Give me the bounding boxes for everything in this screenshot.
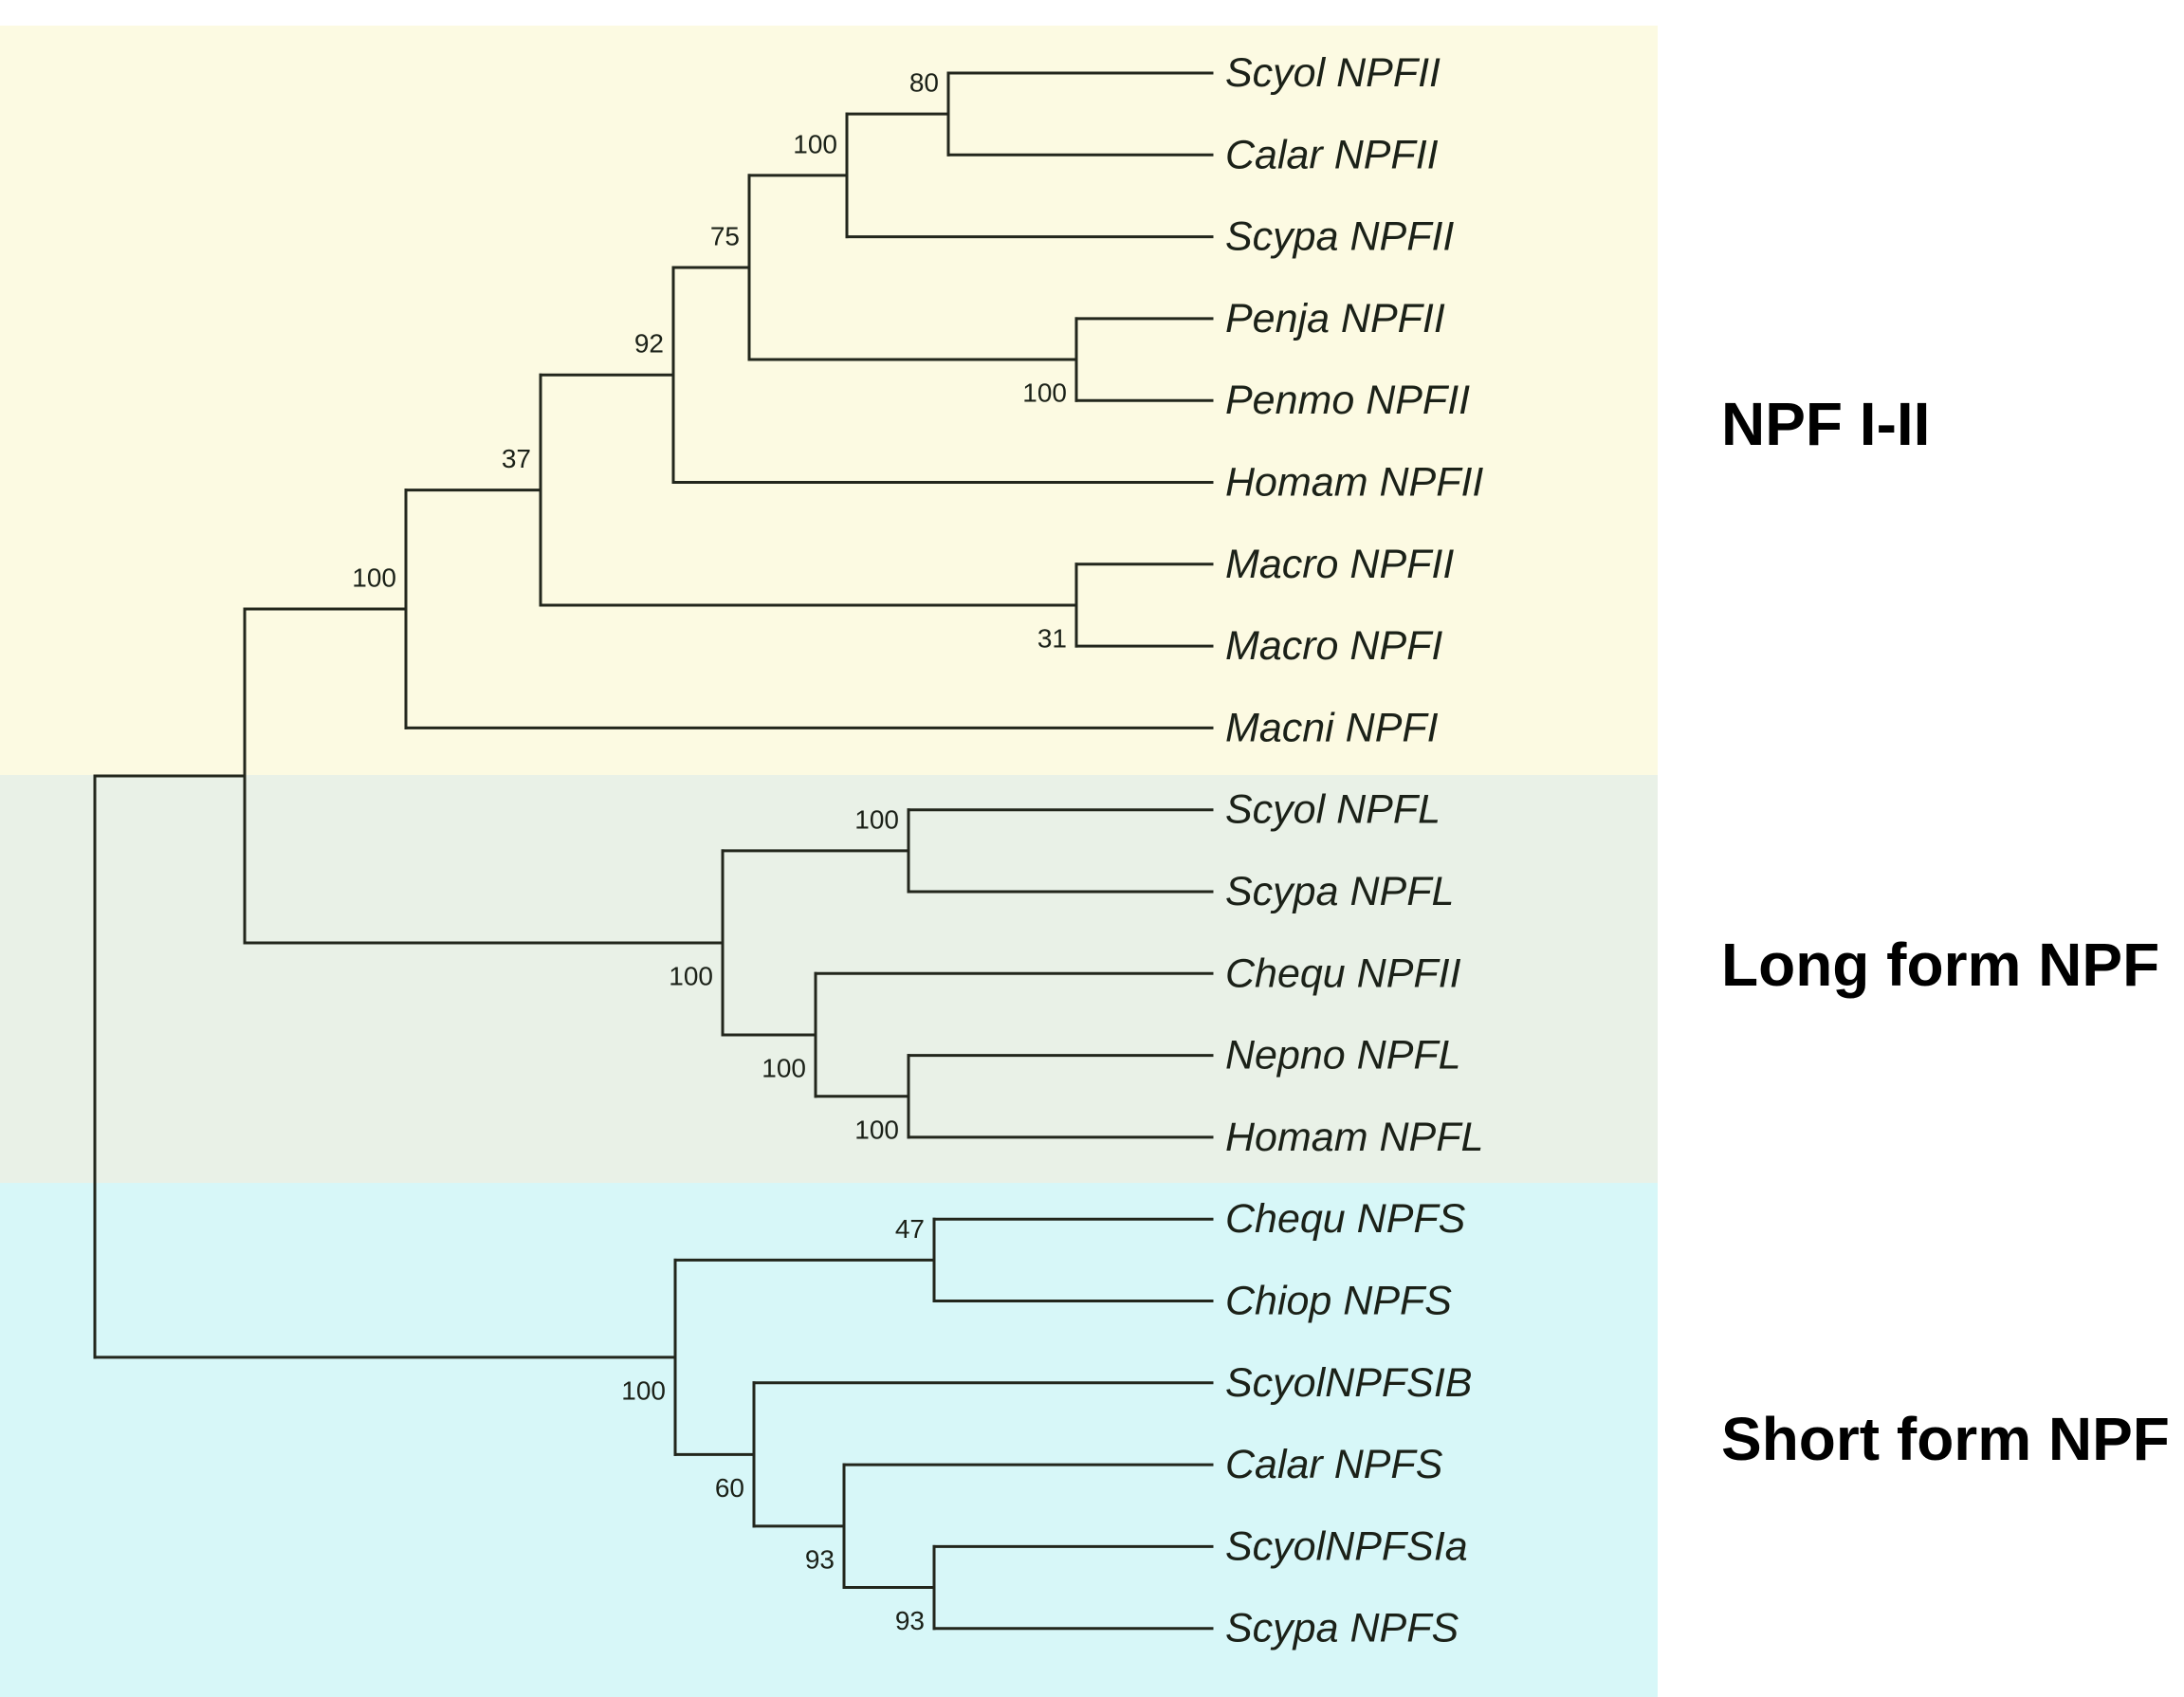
taxon-label: Chiop NPFS <box>1225 1279 1452 1324</box>
bootstrap-value: 47 <box>895 1214 925 1244</box>
taxon-label: Calar NPFII <box>1225 132 1439 177</box>
section-title-long-form-npf: Long form NPF <box>1721 931 2160 999</box>
taxon-label: Calar NPFS <box>1225 1442 1443 1487</box>
bootstrap-value: 100 <box>854 804 899 834</box>
taxon-label: Macro NPFII <box>1225 542 1454 587</box>
bootstrap-value: 100 <box>854 1115 899 1144</box>
taxon-label: Scypa NPFS <box>1225 1606 1459 1651</box>
section-title-short-form-npf: Short form NPF <box>1721 1405 2170 1473</box>
taxon-label: ScyolNPFSIa <box>1225 1523 1468 1569</box>
taxon-label: Penmo NPFII <box>1225 378 1470 423</box>
taxon-label: ScyolNPFSIB <box>1225 1360 1472 1406</box>
bootstrap-value: 92 <box>634 329 664 359</box>
taxon-label: Chequ NPFII <box>1225 950 1461 996</box>
section-background-longform <box>0 775 1658 1183</box>
bootstrap-value: 100 <box>621 1375 666 1405</box>
taxon-label: Scyol NPFII <box>1225 50 1441 96</box>
bootstrap-value: 100 <box>793 129 837 158</box>
taxon-label: Homam NPFII <box>1225 460 1483 506</box>
taxon-label: Scypa NPFL <box>1225 869 1454 914</box>
taxon-label: Macro NPFI <box>1225 623 1442 669</box>
taxon-label: Penja NPFII <box>1225 296 1445 341</box>
section-background-shortform <box>0 1183 1658 1697</box>
taxon-label: Homam NPFL <box>1225 1115 1483 1160</box>
bootstrap-value: 100 <box>762 1054 806 1083</box>
bootstrap-value: 31 <box>1037 623 1067 653</box>
bootstrap-value: 93 <box>805 1544 835 1574</box>
bootstrap-value: 37 <box>502 444 531 473</box>
bootstrap-value: 75 <box>710 221 740 250</box>
taxon-label: Chequ NPFS <box>1225 1196 1466 1242</box>
bootstrap-value: 80 <box>909 68 939 98</box>
taxon-label: Nepno NPFL <box>1225 1033 1461 1079</box>
section-title-npf-i-ii: NPF I-II <box>1721 390 1931 458</box>
bootstrap-value: 100 <box>669 961 713 990</box>
taxon-label: Scyol NPFL <box>1225 787 1441 833</box>
taxon-label: Macni NPFI <box>1225 705 1439 750</box>
bootstrap-value: 60 <box>715 1473 744 1503</box>
bootstrap-value: 93 <box>895 1606 925 1635</box>
bootstrap-value: 100 <box>1022 378 1067 408</box>
taxon-label: Scypa NPFII <box>1225 214 1454 260</box>
section-background-npf12 <box>0 26 1658 775</box>
bootstrap-value: 100 <box>352 563 396 592</box>
